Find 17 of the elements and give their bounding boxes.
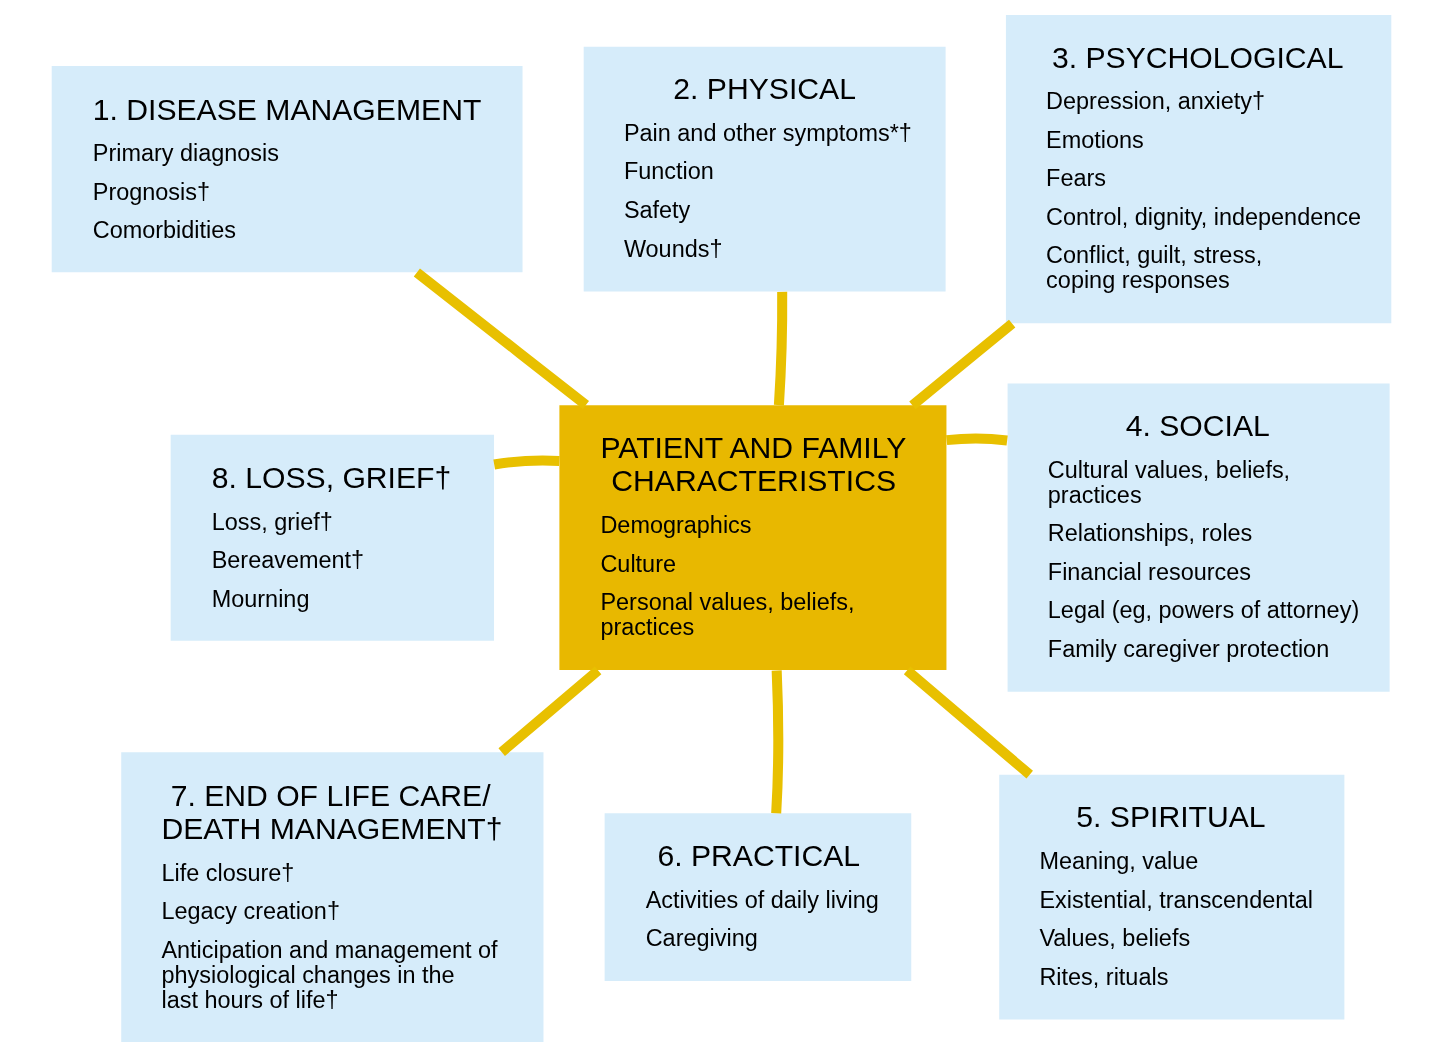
- connector: [770, 670, 783, 814]
- node-box: 1. DISEASE MANAGEMENT Primary diagnosis Prognosis† Comorbidities: [51, 66, 523, 273]
- node-box: 4. SOCIAL Cultural values, beliefs, practices Relationships, roles Financial resources Legal (eg, powers of attorney) Family caregiver protection: [1007, 383, 1390, 692]
- node-box: 8. LOSS, GRIEF† Loss, grief† Bereavement† Mourning: [170, 434, 494, 641]
- connector: [945, 433, 1008, 446]
- connector: [773, 291, 787, 406]
- connector: [413, 268, 589, 410]
- node-box: 7. END OF LIFE CARE/ DEATH MANAGEMENT† Life closure† Legacy creation† Anticipation and management of physiological changes in the last hours of life†: [120, 752, 543, 1043]
- node-box: 5. SPIRITUAL Meaning, value Existential, transcendental Values, beliefs Rites, rituals: [998, 774, 1344, 1020]
- connector: [908, 319, 1015, 410]
- node-box: 3. PSYCHOLOGICAL Depression, anxiety† Emotions Fears Control, dignity, independence Conflict, guilt, stress, coping responses: [1005, 14, 1391, 324]
- node-box: PATIENT AND FAMILY CHARACTERISTICS Demographics Culture Personal values, beliefs, practices: [558, 405, 946, 671]
- connector: [492, 455, 560, 470]
- connector: [497, 666, 601, 756]
- node-box: 6. PRACTICAL Activities of daily living Caregiving: [604, 813, 911, 981]
- connector: [903, 666, 1033, 779]
- node-box: 2. PHYSICAL Pain and other symptoms*† Function Safety Wounds†: [583, 46, 946, 292]
